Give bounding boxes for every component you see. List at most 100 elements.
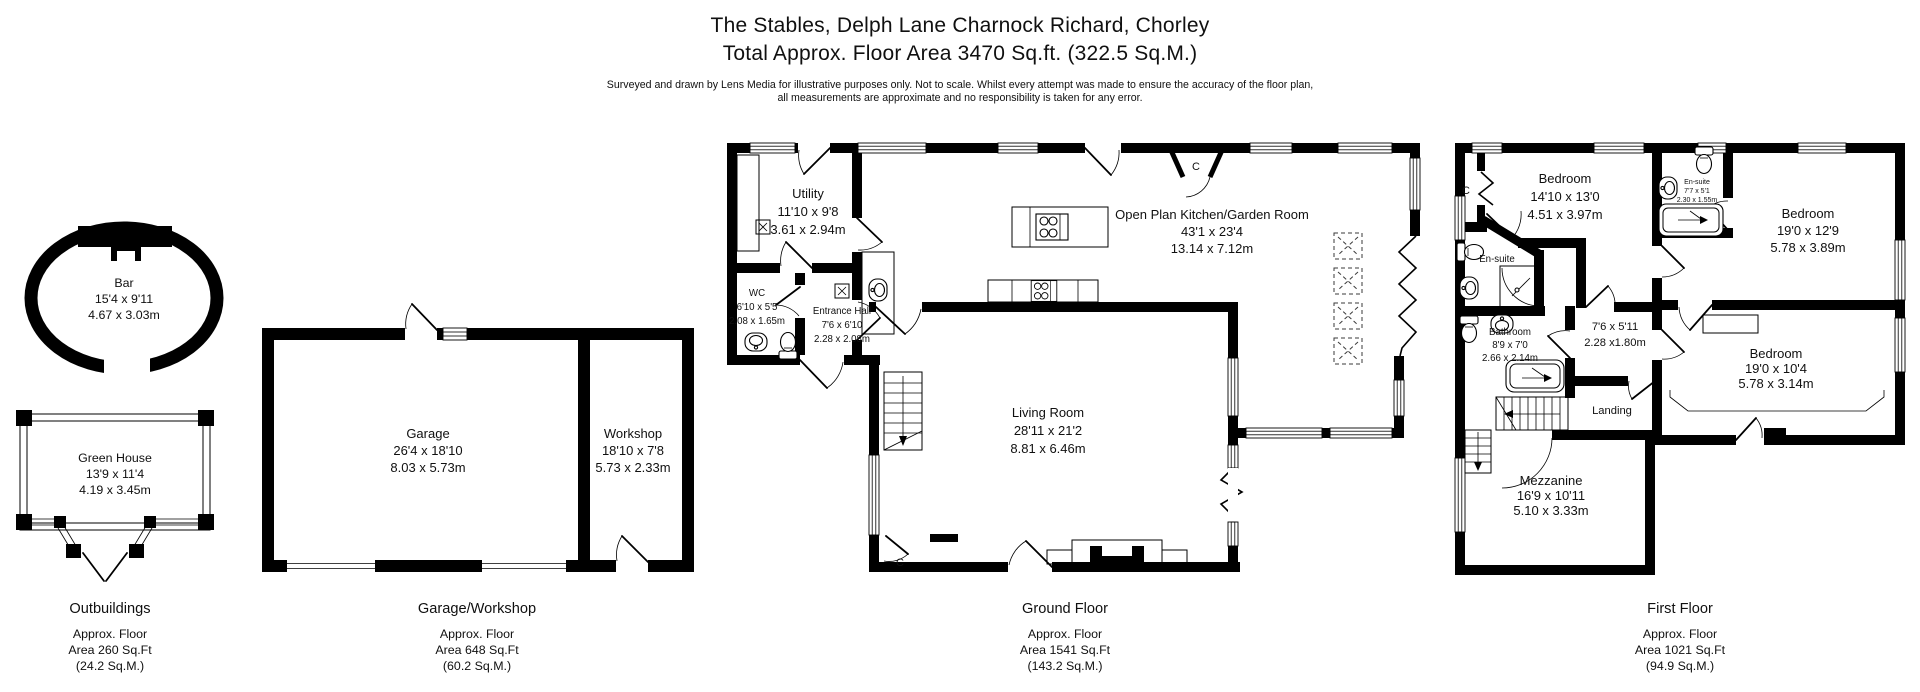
green-house-dims-m: 4.19 x 3.45m xyxy=(79,483,151,497)
utility-shelf xyxy=(736,154,760,252)
entrance-hall-name: Entrance Hall xyxy=(813,306,871,317)
bar-dims-ft: 15'4 x 9'11 xyxy=(95,292,153,306)
bedroom2-name: Bedroom xyxy=(1782,206,1835,221)
door xyxy=(780,241,813,273)
door xyxy=(1585,285,1616,308)
window xyxy=(1227,444,1239,469)
toilet-icon xyxy=(1694,146,1714,175)
staircase xyxy=(883,371,923,451)
mezzanine-dims-ft: 16'9 x 10'11 xyxy=(1517,488,1585,503)
door xyxy=(1661,329,1685,360)
door xyxy=(798,143,831,175)
green-house-name: Green House xyxy=(78,451,152,465)
landing-name: Landing xyxy=(1592,405,1632,417)
entrance-hall-dims-m: 2.28 x 2.08m xyxy=(814,334,870,345)
window xyxy=(1337,142,1393,154)
cupboard: C xyxy=(1462,153,1495,222)
bedroom1-name: Bedroom xyxy=(1539,171,1592,186)
door xyxy=(799,355,844,389)
wardrobe xyxy=(1702,314,1759,334)
door xyxy=(1547,330,1571,359)
ensuite2-name: En-suite xyxy=(1684,179,1710,186)
page-title: The Stables, Delph Lane Charnock Richard… xyxy=(711,14,1210,37)
cupboard-label: C xyxy=(1192,161,1200,173)
mezzanine-dims-m: 5.10 x 3.33m xyxy=(1513,503,1588,518)
workshop-dims-m: 5.73 x 2.33m xyxy=(595,460,670,475)
skylight-icon xyxy=(1333,267,1363,295)
disclaimer-line-2: all measurements are approximate and no … xyxy=(777,92,1142,104)
mezzanine-door-swing xyxy=(1501,437,1553,489)
garage-workshop-plan: Garage 26'4 x 18'10 8.03 x 5.73m Worksho… xyxy=(262,303,694,572)
wc-dims-ft: 6'10 x 5'5 xyxy=(737,302,778,313)
wc-dims-m: 2.08 x 1.65m xyxy=(729,316,785,327)
door xyxy=(1008,540,1053,572)
bedroom1-dims-m: 4.51 x 3.97m xyxy=(1527,207,1602,222)
hob-icon xyxy=(1035,213,1069,241)
window xyxy=(1894,239,1906,301)
toilet-icon xyxy=(778,331,798,360)
kitchen-island xyxy=(1011,206,1109,248)
window xyxy=(1454,457,1466,533)
ground-floor-area-1: Approx. Floor xyxy=(1028,627,1102,641)
ensuite1-name: En-suite xyxy=(1479,254,1515,265)
first-floor-plan: C xyxy=(1454,142,1906,575)
living-room-name: Living Room xyxy=(1012,405,1084,420)
door xyxy=(1486,210,1522,239)
skylight-icon xyxy=(1333,302,1363,330)
living-room-dims-ft: 28'11 x 21'2 xyxy=(1014,423,1082,438)
ground-floor-area-2: Area 1541 Sq.Ft xyxy=(1020,643,1111,657)
garage-window xyxy=(442,327,468,341)
toilet-icon xyxy=(1459,315,1479,344)
door xyxy=(856,301,881,341)
rooflight-icon xyxy=(755,219,771,235)
door xyxy=(1084,143,1121,176)
window xyxy=(1471,142,1503,154)
bedroom1-dims-ft: 14'10 x 13'0 xyxy=(1530,189,1599,204)
door xyxy=(775,285,805,318)
sink-icon xyxy=(744,332,768,352)
entrance-hall-dims-ft: 7'6 x 6'10 xyxy=(822,320,863,331)
ground-floor-plan: C C xyxy=(727,142,1421,572)
garage-name: Garage xyxy=(406,426,449,441)
green-house-plan: Green House 13'9 x 11'4 4.19 x 3.45m xyxy=(16,410,214,582)
outbuildings-area-1: Approx. Floor xyxy=(73,627,147,641)
sink-icon xyxy=(1658,176,1678,200)
bathroom-name: Bathroom xyxy=(1489,327,1531,338)
living-room-dims-m: 8.81 x 6.46m xyxy=(1010,441,1085,456)
window xyxy=(1454,195,1466,241)
window xyxy=(1227,521,1239,547)
bar-outbuilding-plan: Bar 15'4 x 9'11 4.67 x 3.03m xyxy=(24,221,224,376)
hob-icon xyxy=(1030,280,1058,302)
window xyxy=(857,142,927,154)
window xyxy=(1409,157,1421,211)
window xyxy=(1797,142,1847,154)
kitchen-dims-m: 13.14 x 7.12m xyxy=(1171,241,1253,256)
kitchen-west-counter xyxy=(861,251,895,335)
window xyxy=(1593,142,1645,154)
cupboard-label: C xyxy=(1462,185,1470,197)
bedroom3-name: Bedroom xyxy=(1750,346,1803,361)
first-floor-caption: First Floor xyxy=(1647,601,1713,617)
fireplace xyxy=(1046,539,1188,565)
bedroom2-dims-ft: 19'0 x 12'9 xyxy=(1777,223,1839,238)
bedroom3-dims-ft: 19'0 x 10'4 xyxy=(1745,361,1807,376)
window xyxy=(1894,317,1906,373)
bar-name: Bar xyxy=(114,276,133,290)
outbuildings-area-2: Area 260 Sq.Ft xyxy=(68,643,152,657)
sink-icon xyxy=(1459,276,1479,300)
ground-floor-area-3: (143.2 Sq.M.) xyxy=(1027,659,1102,673)
garage-workshop-caption: Garage/Workshop xyxy=(418,601,536,617)
sink-icon xyxy=(868,278,888,302)
window xyxy=(1245,427,1323,439)
bedroom3-dims-m: 5.78 x 3.14m xyxy=(1738,376,1813,391)
garage-dims-m: 8.03 x 5.73m xyxy=(390,460,465,475)
bar-dims-m: 4.67 x 3.03m xyxy=(88,308,160,322)
bathroom-dims-m: 2.66 x 2.14m xyxy=(1482,353,1538,364)
utility-dims-ft: 11'10 x 9'8 xyxy=(777,204,838,219)
shower xyxy=(1499,265,1541,309)
utility-name: Utility xyxy=(792,186,824,201)
sloped-ceiling-line xyxy=(1669,390,1885,412)
section-captions: Outbuildings Approx. Floor Area 260 Sq.F… xyxy=(68,601,1725,673)
